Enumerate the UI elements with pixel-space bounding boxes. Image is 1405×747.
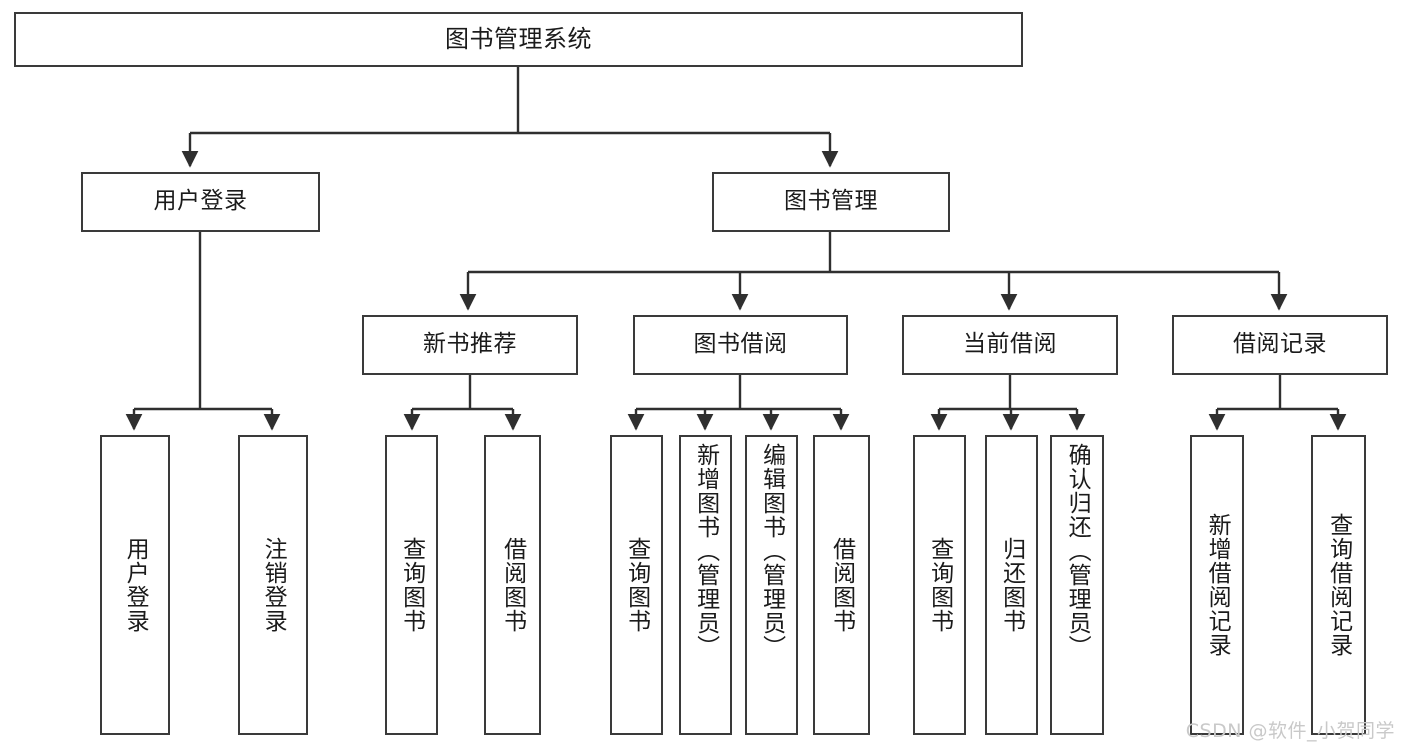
node-user-login[interactable]: 用户登录 bbox=[81, 172, 320, 232]
leaf-node-label: 新增图书（管理员） bbox=[692, 443, 719, 659]
leaf-node-label: 用户登录 bbox=[122, 537, 149, 633]
leaf-node[interactable]: 新增借阅记录 bbox=[1190, 435, 1244, 735]
leaf-node[interactable]: 新增图书（管理员） bbox=[679, 435, 732, 735]
node-current-borrow-label: 当前借阅 bbox=[963, 331, 1057, 358]
leaf-node-label: 编辑图书（管理员） bbox=[758, 443, 785, 659]
node-book-management[interactable]: 图书管理 bbox=[712, 172, 950, 232]
leaf-node[interactable]: 注销登录 bbox=[238, 435, 308, 735]
leaf-node[interactable]: 查询借阅记录 bbox=[1311, 435, 1366, 735]
leaf-node-label: 注销登录 bbox=[260, 537, 287, 633]
leaf-node[interactable]: 借阅图书 bbox=[813, 435, 870, 735]
node-book-borrow[interactable]: 图书借阅 bbox=[633, 315, 848, 375]
node-book-management-label: 图书管理 bbox=[784, 188, 878, 215]
leaf-node[interactable]: 归还图书 bbox=[985, 435, 1038, 735]
node-borrow-record-label: 借阅记录 bbox=[1233, 331, 1327, 358]
leaf-node-label: 查询借阅记录 bbox=[1325, 513, 1352, 657]
leaf-node[interactable]: 编辑图书（管理员） bbox=[745, 435, 798, 735]
node-new-book-recommend-label: 新书推荐 bbox=[423, 331, 517, 358]
node-borrow-record[interactable]: 借阅记录 bbox=[1172, 315, 1388, 375]
node-book-borrow-label: 图书借阅 bbox=[693, 331, 788, 358]
leaf-node-label: 归还图书 bbox=[998, 537, 1025, 633]
node-root-label: 图书管理系统 bbox=[445, 25, 592, 54]
leaf-node-label: 借阅图书 bbox=[828, 537, 855, 633]
leaf-node[interactable]: 用户登录 bbox=[100, 435, 170, 735]
node-new-book-recommend[interactable]: 新书推荐 bbox=[362, 315, 578, 375]
leaf-node[interactable]: 查询图书 bbox=[385, 435, 438, 735]
leaf-node-label: 查询图书 bbox=[926, 537, 953, 633]
node-user-login-label: 用户登录 bbox=[153, 188, 248, 215]
leaf-node-label: 查询图书 bbox=[398, 537, 425, 633]
leaf-node-label: 确认归还（管理员） bbox=[1064, 443, 1091, 659]
leaf-node-label: 查询图书 bbox=[623, 537, 650, 633]
node-current-borrow[interactable]: 当前借阅 bbox=[902, 315, 1118, 375]
leaf-node-label: 借阅图书 bbox=[499, 537, 526, 633]
leaf-node[interactable]: 查询图书 bbox=[610, 435, 663, 735]
leaf-node[interactable]: 查询图书 bbox=[913, 435, 966, 735]
leaf-node-label: 新增借阅记录 bbox=[1204, 513, 1231, 657]
leaf-node[interactable]: 借阅图书 bbox=[484, 435, 541, 735]
node-root[interactable]: 图书管理系统 bbox=[14, 12, 1023, 67]
leaf-node[interactable]: 确认归还（管理员） bbox=[1050, 435, 1104, 735]
